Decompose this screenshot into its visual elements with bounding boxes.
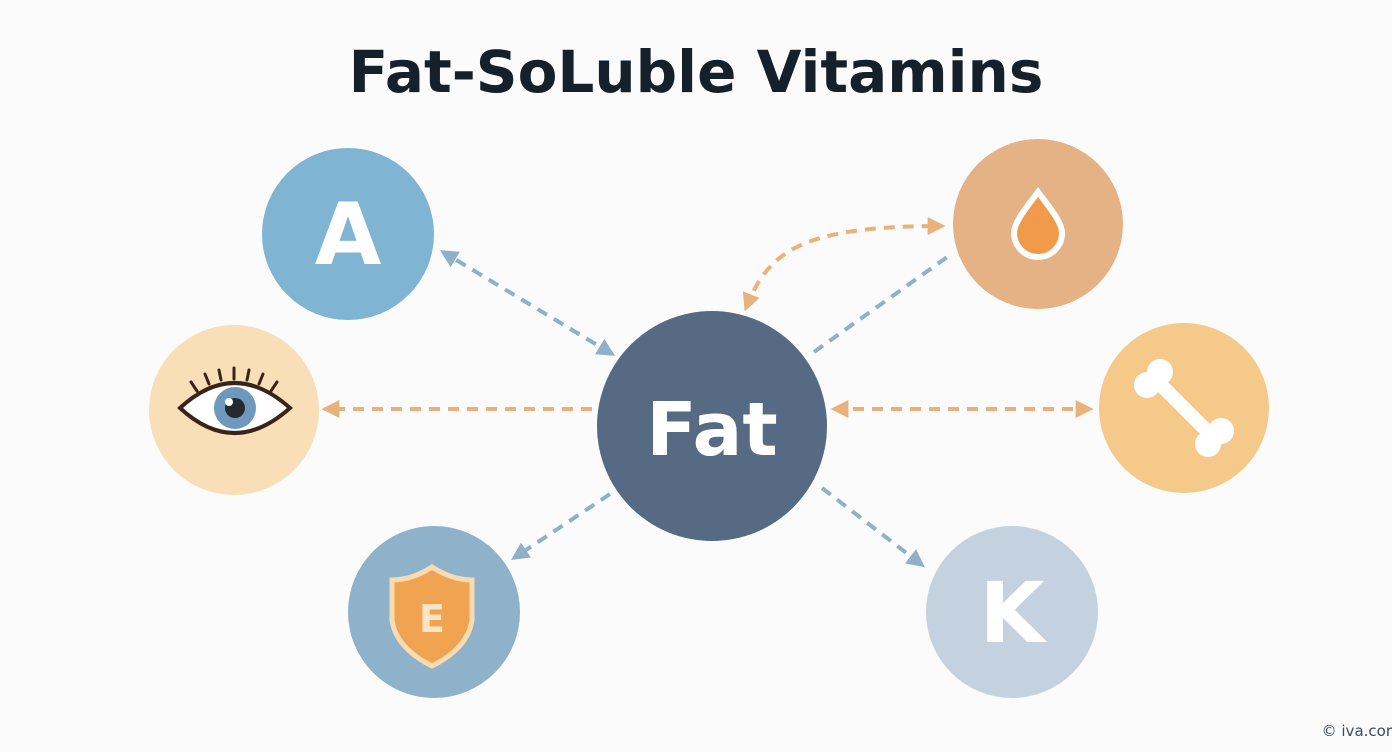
- node-vitamin-e: E: [348, 526, 520, 698]
- node-center-fat: Fat: [597, 311, 827, 541]
- watermark: © iva.cor: [1321, 722, 1392, 740]
- shield-icon: [389, 564, 475, 669]
- connector-fat-k: [820, 486, 925, 568]
- node-vitamin-k: K: [926, 526, 1098, 698]
- connector-fat-a: [439, 250, 616, 356]
- node-vitamin-a: A: [262, 148, 434, 320]
- bone-icon: [1134, 359, 1234, 457]
- node-e-label: E: [419, 597, 445, 641]
- connector-fat-drop-curve: [742, 217, 946, 312]
- node-a-label: A: [315, 185, 382, 285]
- node-bone: [1099, 323, 1269, 493]
- diagram-title: Fat-SoLuble Vitamins: [348, 38, 1044, 106]
- drop-icon: [1010, 186, 1066, 260]
- node-k-label: K: [979, 564, 1047, 662]
- connector-fat-e: [511, 492, 612, 560]
- connector-fat-drop: [812, 253, 952, 354]
- node-vision: [149, 325, 319, 495]
- eye-icon: [177, 366, 294, 435]
- center-label: Fat: [646, 387, 778, 473]
- node-drop: [953, 139, 1123, 309]
